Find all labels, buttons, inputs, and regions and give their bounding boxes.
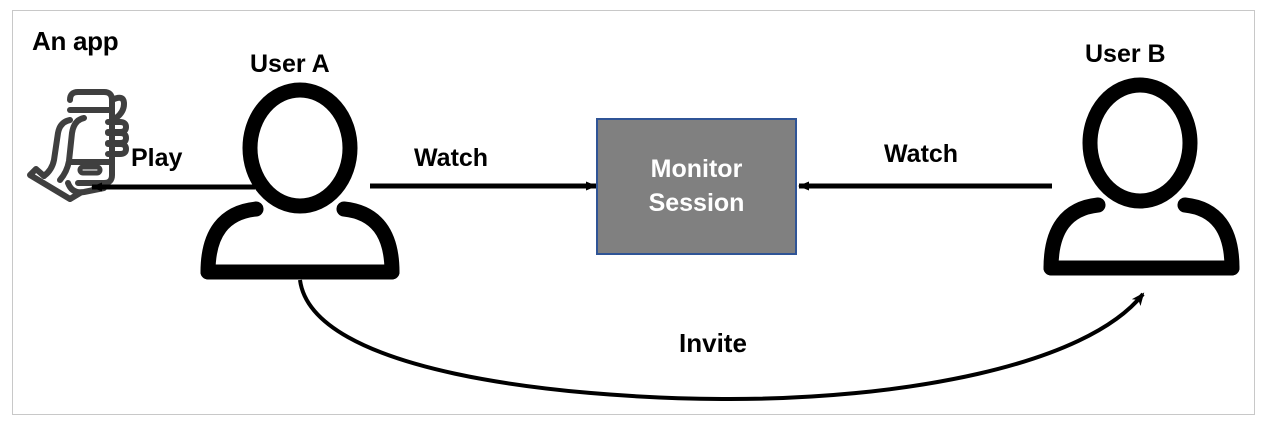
invite-arrow [298, 279, 1145, 402]
user-b-label: User B [1085, 40, 1166, 68]
hand-holding-phone-icon [27, 89, 129, 202]
monitor-session-line2: Session [648, 188, 745, 217]
play-edge-label: Play [131, 144, 183, 172]
watch-left-edge-label: Watch [414, 144, 489, 172]
watch-right-edge-label: Watch [884, 140, 959, 168]
user-a-label: User A [250, 50, 330, 78]
monitor-session-box: Monitor Session [596, 118, 797, 255]
invite-edge-label: Invite [679, 328, 747, 358]
canvas-frame [12, 10, 1255, 415]
user-b-person-icon [1043, 77, 1240, 276]
monitor-session-line1: Monitor [650, 154, 743, 183]
app-label: An app [32, 26, 119, 56]
user-a-person-icon [200, 82, 400, 280]
